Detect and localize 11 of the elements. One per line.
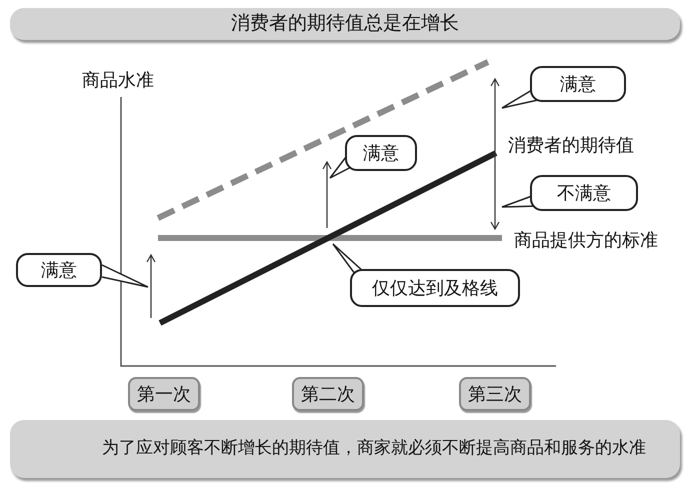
line-label: 消费者的期待值 [508, 134, 634, 157]
line-label: 商品提供方的标准 [514, 229, 658, 252]
speech-bubble: 满意 [530, 66, 626, 102]
speech-bubble: 不满意 [530, 175, 638, 211]
time-tab: 第二次 [292, 377, 364, 411]
speech-bubble: 仅仅达到及格线 [350, 269, 520, 307]
time-tab: 第三次 [459, 377, 531, 411]
title-banner: 消费者的期待值总是在增长 [10, 8, 680, 40]
time-tab: 第一次 [128, 377, 200, 411]
axis-label: 商品水准 [82, 69, 154, 92]
caption-banner: 为了应对顾客不断增长的期待值，商家就必须不断提高商品和服务的水准 [10, 420, 680, 478]
